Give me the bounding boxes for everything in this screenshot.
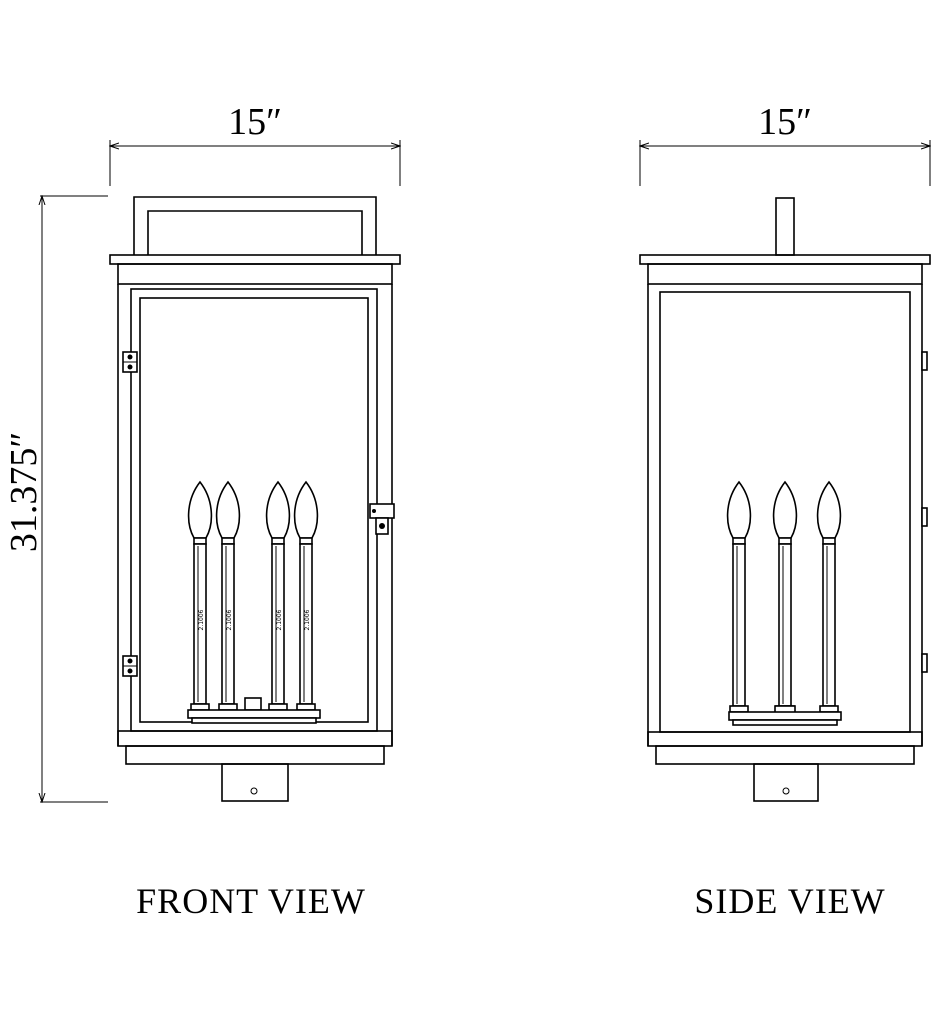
hinge-top xyxy=(122,351,138,373)
side-view-caption: SIDE VIEW xyxy=(694,881,885,921)
candle: 2.1006 xyxy=(187,480,213,711)
side-view: 15″ SIDE VIEW xyxy=(640,101,930,921)
candle: 2.1006 xyxy=(293,480,319,711)
side-candle-base xyxy=(728,705,842,726)
candle-flame xyxy=(816,480,842,539)
side-width-dimension: 15″ xyxy=(640,101,930,186)
candle-marking: 2.1006 xyxy=(226,609,233,630)
side-bottom-band xyxy=(655,745,915,765)
door-latch xyxy=(369,503,395,535)
candle-marking: 2.1006 xyxy=(304,609,311,630)
candle-sleeve xyxy=(778,543,792,707)
candle-flame xyxy=(187,480,213,539)
hinge-bottom xyxy=(122,655,138,677)
side-hinges xyxy=(921,351,928,673)
candle-flame xyxy=(726,480,752,539)
front-candle-base xyxy=(187,697,321,724)
bottom-band xyxy=(125,745,385,765)
side-set-screw xyxy=(782,787,790,795)
candle: 2.1006 xyxy=(265,480,291,711)
side-handle xyxy=(775,197,795,256)
front-height-label: 31.375″ xyxy=(3,432,45,552)
candle-marking: 2.1006 xyxy=(198,609,205,630)
candle-marking: 2.1006 xyxy=(276,609,283,630)
front-width-dimension: 15″ xyxy=(110,101,400,186)
candle-flame xyxy=(293,480,319,539)
set-screw xyxy=(250,787,258,795)
side-top-band xyxy=(647,263,923,285)
lantern-frame xyxy=(117,284,393,747)
side-candle-cluster xyxy=(726,480,842,713)
side-width-label: 15″ xyxy=(758,101,812,143)
candle: 2.1006 xyxy=(215,480,241,711)
post-fitter xyxy=(221,763,289,802)
front-view-caption: FRONT VIEW xyxy=(136,881,366,921)
side-top-cap xyxy=(639,254,931,265)
candle-flame xyxy=(265,480,291,539)
top-handle xyxy=(133,196,377,255)
candle xyxy=(772,480,798,713)
front-height-dimension: 31.375″ xyxy=(3,196,108,802)
candle-sleeve xyxy=(822,543,836,707)
front-candle-cluster: 2.1006 2.1006 2.1006 2.1006 xyxy=(187,480,319,711)
front-width-label: 15″ xyxy=(228,101,282,143)
candle-sleeve xyxy=(732,543,746,707)
candle xyxy=(816,480,842,713)
top-cap xyxy=(109,254,401,265)
candle-flame xyxy=(772,480,798,539)
candle xyxy=(726,480,752,713)
top-band xyxy=(117,263,393,285)
front-view: 15″ 31.375″ xyxy=(3,101,400,921)
side-post-fitter xyxy=(753,763,819,802)
candle-flame xyxy=(215,480,241,539)
